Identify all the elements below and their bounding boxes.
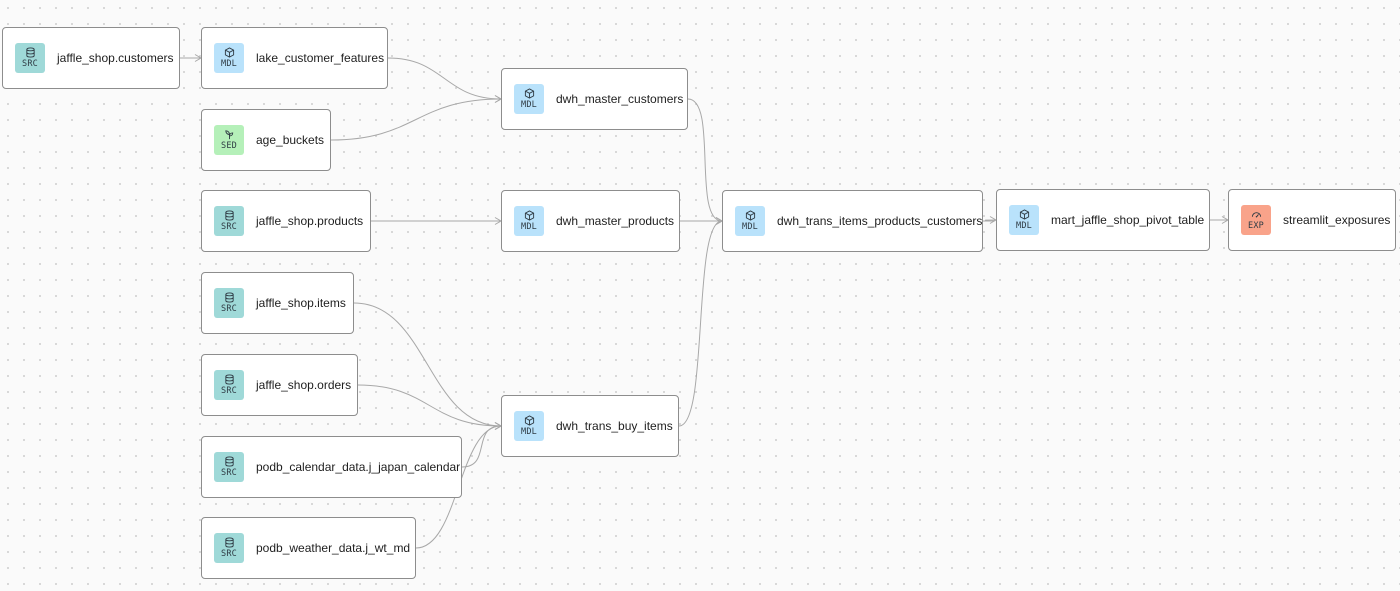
node-type-label: SRC <box>221 222 237 232</box>
node-type-badge: MDL <box>514 411 544 441</box>
node-label: dwh_trans_buy_items <box>556 419 673 433</box>
node-label: jaffle_shop.customers <box>57 51 174 65</box>
node-label: age_buckets <box>256 133 325 147</box>
sprout-icon <box>224 129 235 140</box>
database-icon <box>224 374 235 385</box>
database-icon <box>224 210 235 221</box>
node-label: streamlit_exposures <box>1283 213 1391 227</box>
node-type-label: SRC <box>22 59 38 69</box>
lineage-edge <box>353 302 502 427</box>
node-type-label: SRC <box>221 468 237 478</box>
node-type-badge: SRC <box>15 43 45 73</box>
node-label: jaffle_shop.products <box>256 214 364 228</box>
node-type-badge: SRC <box>214 533 244 563</box>
lineage-node-dwh-master-customers[interactable]: MDL dwh_master_customers <box>501 68 688 130</box>
lineage-node-dwh-master-products[interactable]: MDL dwh_master_products <box>501 190 680 252</box>
lineage-edge <box>330 98 502 141</box>
cube-icon <box>224 47 235 58</box>
node-type-badge: EXP <box>1241 205 1271 235</box>
lineage-node-podb-weather[interactable]: SRC podb_weather_data.j_wt_md <box>201 517 416 579</box>
node-type-badge: SED <box>214 125 244 155</box>
lineage-node-jaffle-shop-customers[interactable]: SRC jaffle_shop.customers <box>2 27 180 89</box>
node-label: podb_calendar_data.j_japan_calendar <box>256 460 461 474</box>
node-type-label: MDL <box>742 222 758 232</box>
node-label: dwh_trans_items_products_customers <box>777 214 983 228</box>
node-label: jaffle_shop.orders <box>256 378 352 392</box>
lineage-node-streamlit-exposures[interactable]: EXP streamlit_exposures <box>1228 189 1396 251</box>
node-type-label: MDL <box>521 427 537 437</box>
cube-icon <box>1019 209 1030 220</box>
node-type-label: MDL <box>521 100 537 110</box>
node-type-label: SRC <box>221 549 237 559</box>
lineage-node-podb-calendar[interactable]: SRC podb_calendar_data.j_japan_calendar <box>201 436 462 498</box>
node-type-badge: MDL <box>214 43 244 73</box>
node-label: dwh_master_products <box>556 214 675 228</box>
cube-icon <box>524 415 535 426</box>
lineage-node-age-buckets[interactable]: SED age_buckets <box>201 109 331 171</box>
node-type-badge: MDL <box>1009 205 1039 235</box>
node-label: mart_jaffle_shop_pivot_table <box>1051 213 1205 227</box>
cube-icon <box>524 210 535 221</box>
lineage-node-dwh-trans-buy-items[interactable]: MDL dwh_trans_buy_items <box>501 395 679 457</box>
node-type-badge: MDL <box>735 206 765 236</box>
lineage-node-dwh-trans-items-products-customers[interactable]: MDL dwh_trans_items_products_customers <box>722 190 983 252</box>
node-label: jaffle_shop.items <box>256 296 346 310</box>
node-type-label: SRC <box>221 304 237 314</box>
lineage-node-jaffle-shop-products[interactable]: SRC jaffle_shop.products <box>201 190 371 252</box>
node-type-badge: SRC <box>214 452 244 482</box>
database-icon <box>25 47 36 58</box>
node-type-label: SED <box>221 141 237 151</box>
node-label: dwh_master_customers <box>556 92 684 106</box>
database-icon <box>224 292 235 303</box>
node-type-badge: SRC <box>214 370 244 400</box>
node-type-label: MDL <box>1016 221 1032 231</box>
lineage-edge <box>678 220 723 427</box>
node-label: podb_weather_data.j_wt_md <box>256 541 411 555</box>
lineage-node-jaffle-shop-items[interactable]: SRC jaffle_shop.items <box>201 272 354 334</box>
database-icon <box>224 537 235 548</box>
lineage-edge <box>387 57 502 100</box>
node-type-label: MDL <box>521 222 537 232</box>
lineage-node-mart-jaffle-shop-pivot-table[interactable]: MDL mart_jaffle_shop_pivot_table <box>996 189 1210 251</box>
lineage-edge <box>687 98 723 222</box>
node-type-label: MDL <box>221 59 237 69</box>
lineage-node-jaffle-shop-orders[interactable]: SRC jaffle_shop.orders <box>201 354 358 416</box>
gauge-icon <box>1251 209 1262 220</box>
node-type-label: SRC <box>221 386 237 396</box>
node-type-badge: MDL <box>514 206 544 236</box>
lineage-edge <box>982 219 997 222</box>
database-icon <box>224 456 235 467</box>
lineage-edge <box>357 384 502 427</box>
node-type-label: EXP <box>1248 221 1264 231</box>
lineage-node-lake-customer-features[interactable]: MDL lake_customer_features <box>201 27 388 89</box>
cube-icon <box>524 88 535 99</box>
node-label: lake_customer_features <box>256 51 385 65</box>
node-type-badge: MDL <box>514 84 544 114</box>
node-type-badge: SRC <box>214 288 244 318</box>
node-type-badge: SRC <box>214 206 244 236</box>
cube-icon <box>745 210 756 221</box>
